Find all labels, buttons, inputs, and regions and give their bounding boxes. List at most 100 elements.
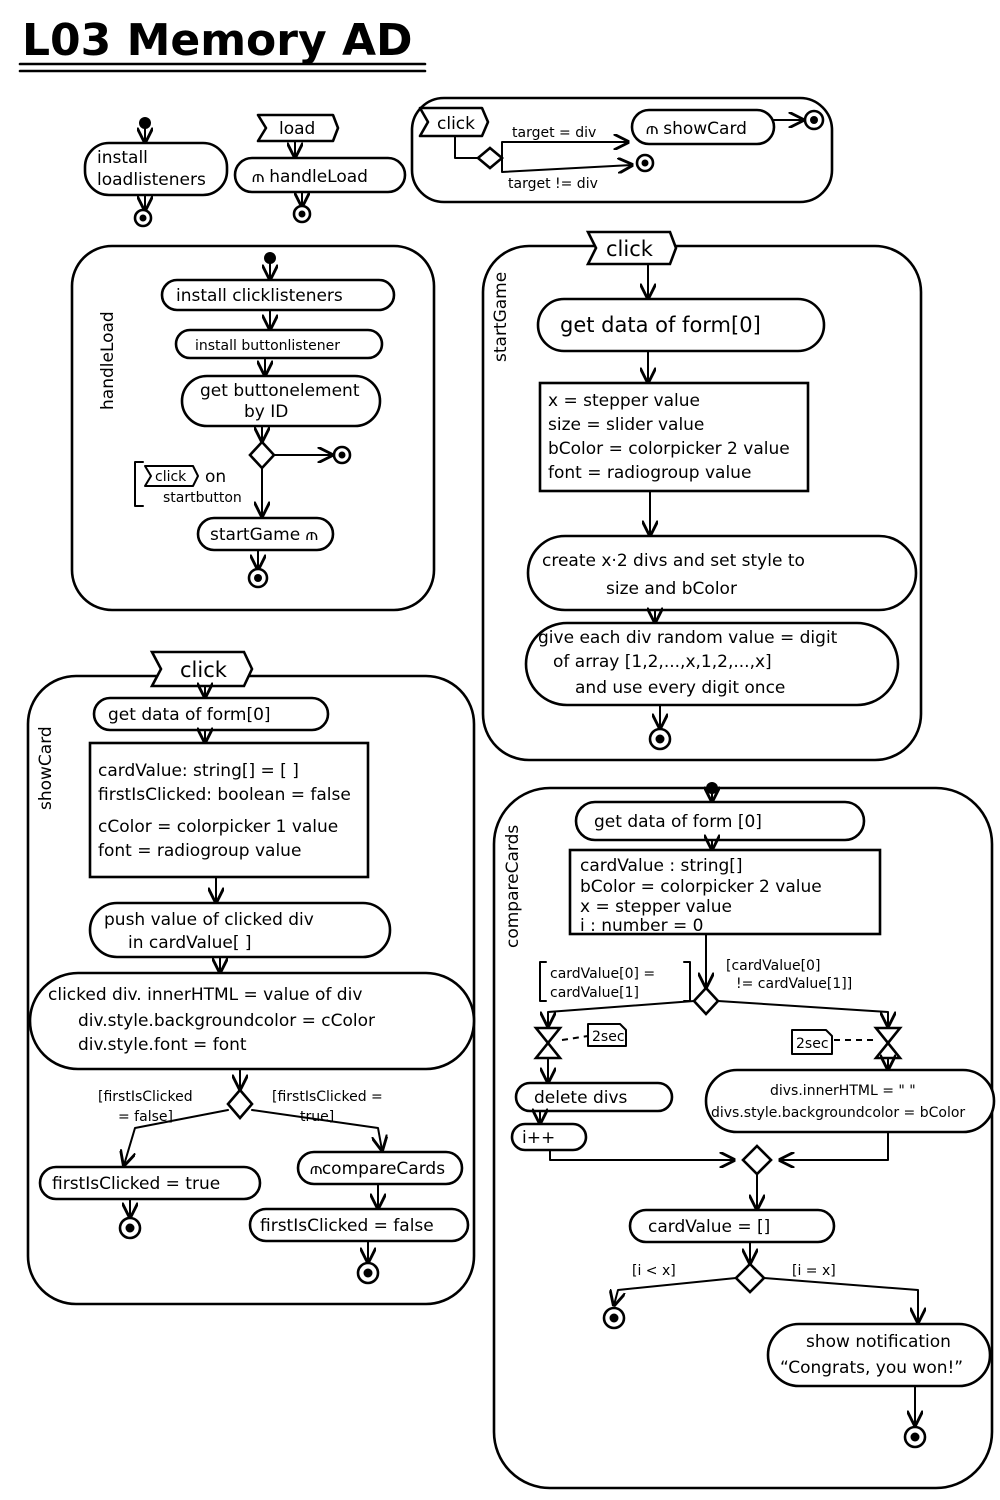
guard-text: [i < x] bbox=[632, 1263, 676, 1279]
note-shape bbox=[587, 1023, 627, 1047]
signal-text: click bbox=[437, 114, 475, 134]
action-text: x = stepper value bbox=[548, 391, 700, 411]
action-text: startGame ⫙ bbox=[210, 525, 317, 545]
flow-arrow bbox=[454, 135, 479, 159]
action-text: create x·2 divs and set style to bbox=[542, 551, 805, 571]
decision-node bbox=[226, 1088, 254, 1120]
flow-arrow bbox=[501, 142, 628, 159]
action-text: install buttonlistener bbox=[195, 338, 340, 354]
action-text: cardValue = [] bbox=[648, 1217, 770, 1237]
action-random-values bbox=[524, 621, 900, 707]
guard-text: [cardValue[0] bbox=[726, 958, 820, 974]
action-text: cColor = colorpicker 1 value bbox=[98, 817, 338, 837]
initial-node bbox=[264, 252, 276, 264]
action-text: install clicklisteners bbox=[176, 286, 343, 306]
action-text: clicked div. innerHTML = value of div bbox=[48, 985, 362, 1005]
frame-handleload bbox=[70, 244, 436, 612]
event-text: on bbox=[205, 467, 226, 487]
frame-label: startGame bbox=[491, 272, 511, 362]
signal-click bbox=[149, 650, 254, 688]
action-get-data bbox=[536, 297, 826, 353]
action-text: cardValue : string[] bbox=[580, 856, 743, 876]
final-node-core bbox=[641, 159, 649, 167]
action-get-buttonelement bbox=[180, 374, 382, 428]
flow-arrow bbox=[251, 1109, 382, 1150]
signal-click bbox=[418, 106, 490, 138]
action-showcard-call bbox=[630, 108, 776, 146]
guard-text: cardValue[0] = bbox=[550, 966, 655, 982]
action-text: loadlisteners bbox=[97, 170, 206, 190]
action-reset-cardvalue bbox=[628, 1208, 836, 1244]
flow-arrow bbox=[124, 1109, 229, 1165]
frame-comparecards bbox=[492, 786, 994, 1490]
action-text: firstIsClicked: boolean = false bbox=[98, 785, 351, 805]
signal-load bbox=[256, 113, 340, 143]
action-assign-values bbox=[568, 848, 882, 936]
guard-text: target = div bbox=[512, 125, 596, 141]
action-text: i++ bbox=[522, 1128, 555, 1148]
action-text: get buttonelement bbox=[200, 381, 360, 401]
guard-text: [firstIsClicked bbox=[98, 1089, 193, 1105]
action-text: font = radiogroup value bbox=[548, 463, 751, 483]
timer-text: 2sec bbox=[592, 1029, 625, 1045]
guard-text: cardValue[1] bbox=[550, 985, 639, 1001]
decision-node bbox=[248, 440, 276, 470]
action-text: font = radiogroup value bbox=[98, 841, 301, 861]
action-set-innerhtml bbox=[28, 971, 476, 1071]
action-push-value bbox=[88, 901, 392, 959]
signal-text: click bbox=[155, 469, 187, 485]
action-text: in cardValue[ ] bbox=[128, 933, 252, 953]
signal-text: click bbox=[606, 237, 654, 261]
click-handler-frame bbox=[410, 96, 834, 204]
action-text: get data of form[0] bbox=[560, 313, 761, 337]
flow-arrow bbox=[549, 1149, 734, 1160]
frame-startgame bbox=[481, 244, 923, 762]
action-text: ⫙ showCard bbox=[646, 119, 747, 139]
frame-label: compareCards bbox=[503, 825, 523, 948]
action-text: ⫙compareCards bbox=[310, 1159, 445, 1179]
final-node-core bbox=[910, 1432, 920, 1442]
timer-text: 2sec bbox=[796, 1036, 829, 1052]
event-text: startbutton bbox=[163, 490, 242, 506]
action-text: show notification bbox=[806, 1332, 951, 1352]
flow-arrow bbox=[717, 1000, 888, 1026]
timer-hourglass-icon bbox=[533, 1026, 563, 1060]
action-text: by ID bbox=[244, 402, 288, 422]
action-text: and use every digit once bbox=[575, 678, 785, 698]
action-text: firstIsClicked = true bbox=[52, 1174, 220, 1194]
action-install-clicklisteners bbox=[160, 278, 396, 312]
final-node-core bbox=[338, 451, 346, 459]
action-text: get data of form[0] bbox=[108, 705, 271, 725]
guard-bracket bbox=[539, 961, 547, 1002]
timer-link bbox=[561, 1035, 589, 1041]
final-node-core bbox=[125, 1223, 135, 1233]
signal-text: load bbox=[279, 119, 315, 139]
signal-text: click bbox=[180, 658, 228, 682]
flow-arrow bbox=[548, 1000, 695, 1026]
flow-arrow bbox=[501, 158, 632, 172]
action-text: ⫙ handleLoad bbox=[252, 167, 368, 187]
final-node-core bbox=[139, 214, 147, 222]
action-text: divs.style.backgroundcolor = bColor bbox=[711, 1105, 965, 1121]
initial-node bbox=[706, 782, 718, 794]
final-node-core bbox=[254, 574, 262, 582]
decision-node bbox=[692, 986, 720, 1016]
flow-arrow bbox=[780, 1131, 889, 1160]
action-text: give each div random value = digit bbox=[538, 628, 838, 648]
guard-text: != cardValue[1]] bbox=[736, 976, 852, 992]
action-text: size and bColor bbox=[606, 579, 737, 599]
event-bracket bbox=[134, 461, 144, 507]
initial-node bbox=[139, 117, 151, 129]
action-get-data bbox=[574, 800, 866, 842]
action-assign-values bbox=[538, 381, 810, 493]
action-create-divs bbox=[526, 534, 918, 612]
page-title: L03 Memory AD bbox=[22, 15, 413, 66]
action-install-buttonlistener bbox=[174, 328, 384, 360]
action-text: size = slider value bbox=[548, 415, 704, 435]
action-text: i : number = 0 bbox=[580, 916, 703, 936]
signal-click bbox=[585, 230, 678, 266]
action-show-notification bbox=[766, 1322, 992, 1388]
guard-bracket bbox=[683, 961, 691, 1002]
note-shape bbox=[791, 1029, 833, 1055]
